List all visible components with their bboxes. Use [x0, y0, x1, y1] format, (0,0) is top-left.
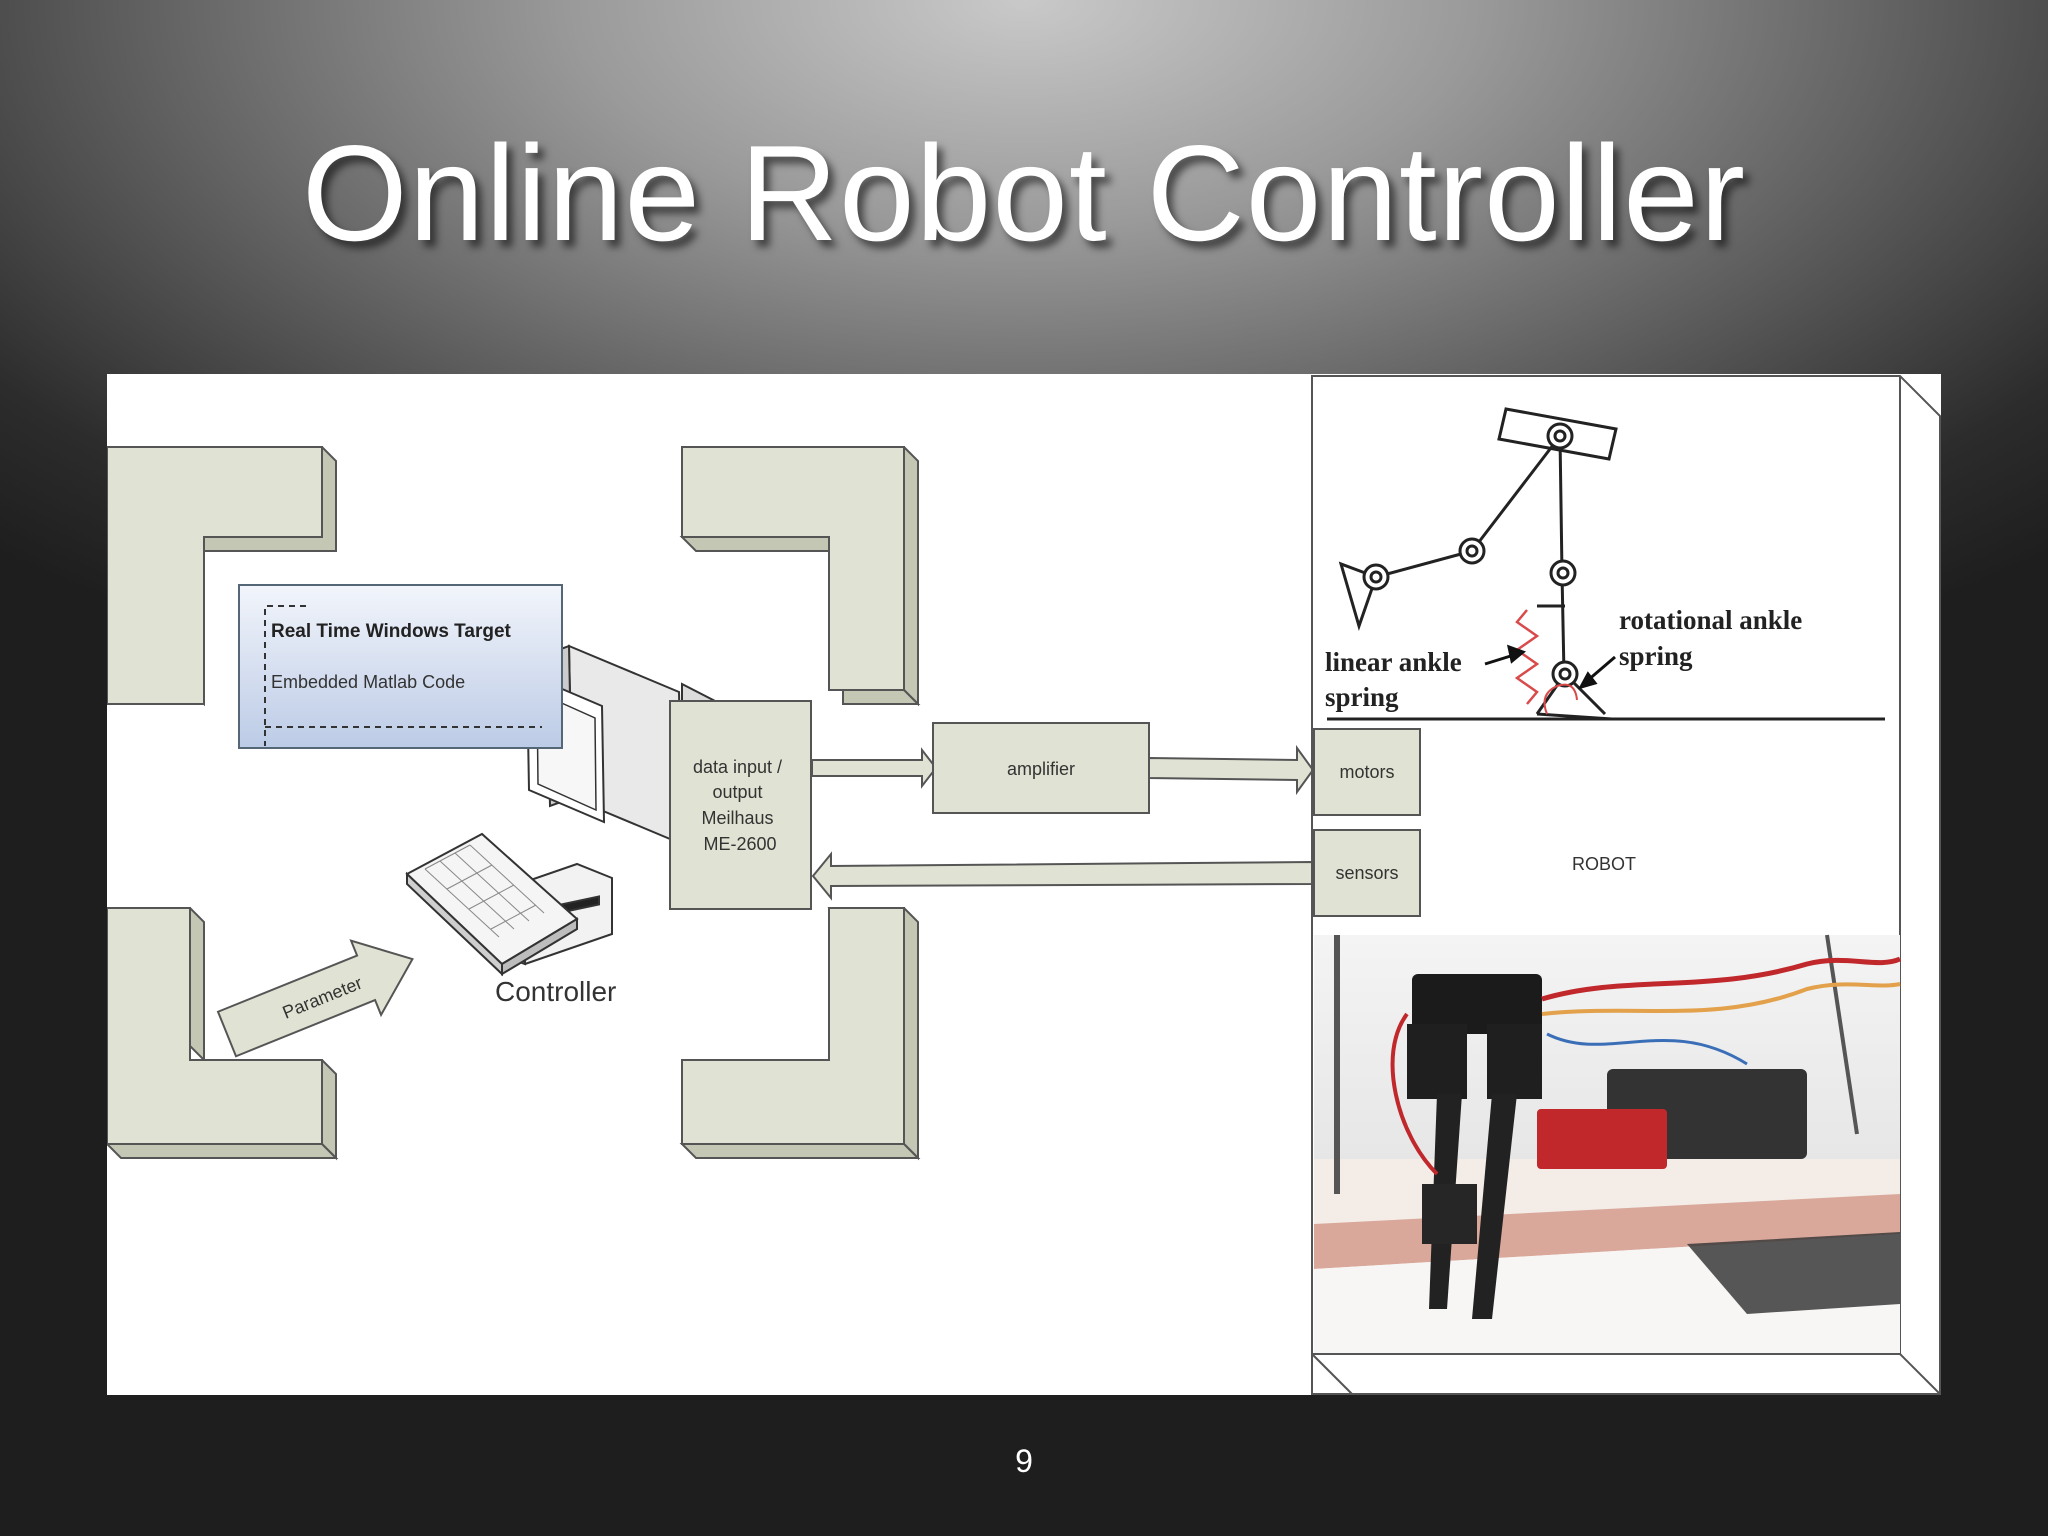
leg-schematic	[1327, 407, 1885, 721]
svg-text:linear ankle spring: linear ankle spring	[1325, 647, 1469, 712]
io-label-line-1: data input /	[693, 757, 782, 777]
motors-box: motors	[1313, 728, 1421, 816]
controller-label: Controller	[495, 976, 616, 1007]
robot-label: ROBOT	[1572, 854, 1636, 874]
motor-arrow	[1148, 744, 1315, 796]
slide-title: Online Robot Controller	[301, 117, 1747, 269]
svg-text:data input / output: data input / output Meilhaus ME-2600	[693, 757, 787, 854]
rotational-spring-label-line-2: spring	[1619, 641, 1693, 671]
sensors-label: sensors	[1335, 863, 1398, 883]
data-io-box: data input / output Meilhaus ME-2600	[669, 700, 812, 910]
amplifier-label: amplifier	[1007, 759, 1075, 779]
io-label-line-3: Meilhaus	[701, 808, 773, 828]
svg-text:rotational ankle spring: rotational ankle spring	[1619, 605, 1809, 671]
spring-linear	[1514, 609, 1540, 705]
io-label-line-4: ME-2600	[703, 834, 776, 854]
io-label-line-2: output	[712, 782, 762, 802]
motors-label: motors	[1339, 762, 1394, 782]
parameter-arrow: Parameter	[216, 939, 414, 1058]
linear-spring-label-line-1: linear ankle	[1325, 647, 1462, 677]
software-panel: Real Time Windows Target Embedded Matlab…	[238, 584, 563, 749]
keyboard-keys	[424, 844, 545, 938]
corner-bracket-top-left	[107, 446, 337, 707]
spring-pointer-arrows	[1484, 644, 1616, 690]
rotational-spring-label-line-1: rotational ankle	[1619, 605, 1802, 635]
computer-icon	[405, 644, 721, 977]
sensors-box: sensors	[1313, 829, 1421, 917]
robot-controller-diagram: Real Time Windows Target Embedded Matlab…	[107, 374, 1941, 1395]
software-panel-subtext: Embedded Matlab Code	[271, 672, 465, 692]
sensor-arrow	[811, 851, 1314, 901]
output-arrow	[811, 747, 938, 789]
corner-bracket-bottom-right	[679, 907, 921, 1161]
linear-spring-label-line-2: spring	[1325, 682, 1399, 712]
robot-photo	[1314, 934, 1901, 1353]
software-panel-heading: Real Time Windows Target	[271, 621, 512, 642]
page-number: 9	[1015, 1443, 1033, 1479]
corner-bracket-bottom-left	[107, 907, 339, 1161]
amplifier-box: amplifier	[932, 722, 1150, 814]
spring-rotational	[1543, 683, 1578, 715]
corner-bracket-top-right	[679, 446, 921, 707]
